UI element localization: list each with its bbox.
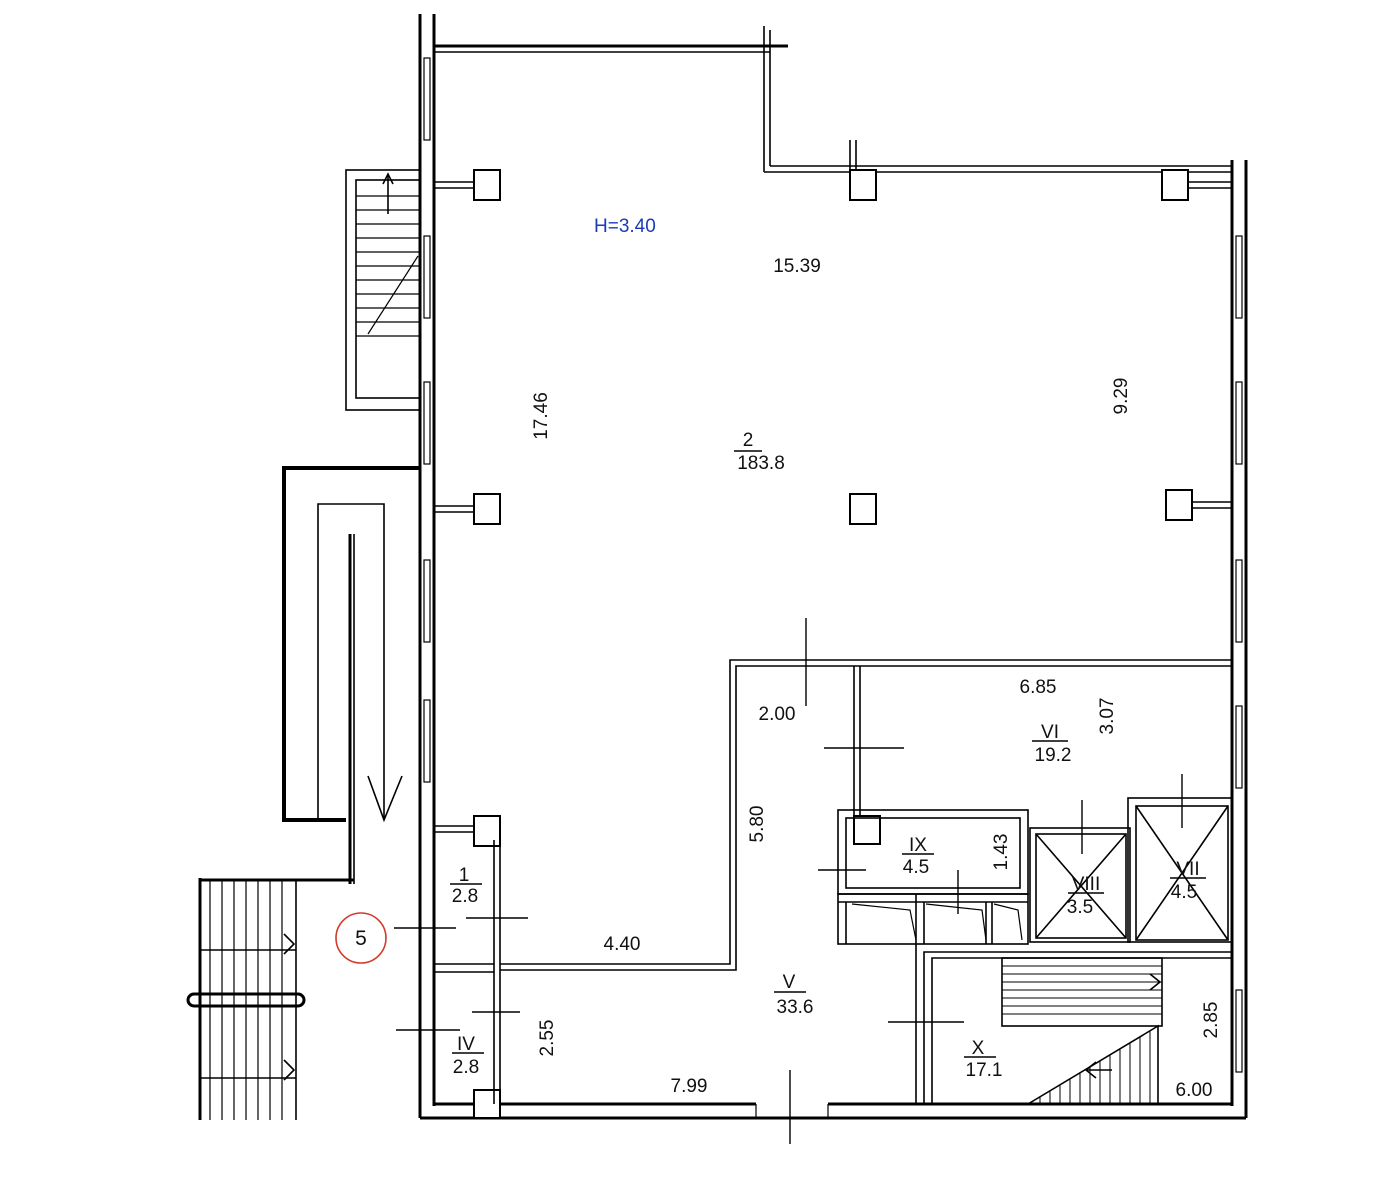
room-viii-label: VIII 3.5: [1067, 874, 1104, 918]
room-number: IV: [457, 1034, 475, 1055]
dim-15-39: 15.39: [773, 256, 821, 277]
room-number: IX: [909, 835, 927, 856]
room-labels: 2 183.8 1 2.8 IV 2.8 V 33.6 VI 19.2 IX 4…: [450, 430, 1206, 1081]
windows-right: [1235, 235, 1243, 1073]
room-area: 4.5: [903, 857, 929, 878]
room-area: 19.2: [1035, 745, 1072, 766]
door-marks: [394, 618, 1183, 1144]
dim-4-40: 4.40: [604, 934, 641, 955]
ramp-left: [200, 466, 420, 884]
dim-5-80: 5.80: [747, 806, 768, 843]
section-marker: 5: [335, 912, 387, 964]
room-vii-label: VII 4.5: [1170, 859, 1206, 903]
room-area: 3.5: [1067, 897, 1093, 918]
dim-2-85: 2.85: [1201, 1002, 1222, 1039]
room-number: VI: [1041, 722, 1059, 743]
dim-6-00: 6.00: [1176, 1080, 1213, 1101]
stairs-lower-left: [186, 878, 306, 1120]
room-area: 33.6: [777, 997, 814, 1018]
room-area: 17.1: [966, 1060, 1003, 1081]
room-number: X: [972, 1038, 985, 1059]
columns: [434, 169, 1232, 1119]
dim-3-07: 3.07: [1097, 698, 1118, 735]
room-number: 2: [743, 430, 754, 451]
dim-1-43: 1.43: [991, 834, 1012, 871]
dim-9-29: 9.29: [1111, 378, 1132, 415]
room-1-label: 1 2.8: [450, 865, 482, 907]
room-area: 2.8: [452, 886, 478, 907]
room-vi-label: VI 19.2: [1032, 722, 1071, 766]
room-number: V: [783, 972, 796, 993]
stairs-upper-left: [345, 169, 421, 411]
room-ix-label: IX 4.5: [902, 835, 934, 878]
dimension-labels: 15.39 17.46 9.29 6.85 3.07 2.00 5.80 1.4…: [531, 256, 1222, 1101]
room-number: VII: [1176, 859, 1199, 880]
room-x-label: X 17.1: [964, 1038, 1002, 1081]
room-area: 183.8: [737, 453, 785, 474]
dim-7-99: 7.99: [671, 1076, 708, 1097]
ceiling-height-label: H=3.40: [594, 216, 656, 237]
room-number: VIII: [1072, 874, 1101, 895]
room-area: 2.8: [453, 1057, 479, 1078]
dim-2-00: 2.00: [759, 704, 796, 725]
room-2-label: 2 183.8: [734, 430, 785, 474]
room-number: 1: [459, 865, 470, 886]
exterior-walls: [418, 14, 1248, 1120]
room-area: 4.5: [1171, 882, 1197, 903]
room-iv-label: IV 2.8: [452, 1034, 484, 1078]
section-marker-label: 5: [355, 927, 367, 950]
dim-17-46: 17.46: [531, 392, 552, 440]
dim-6-85: 6.85: [1020, 677, 1057, 698]
room-v-label: V 33.6: [774, 972, 813, 1018]
dim-2-55: 2.55: [537, 1020, 558, 1057]
windows-left: [423, 57, 431, 783]
